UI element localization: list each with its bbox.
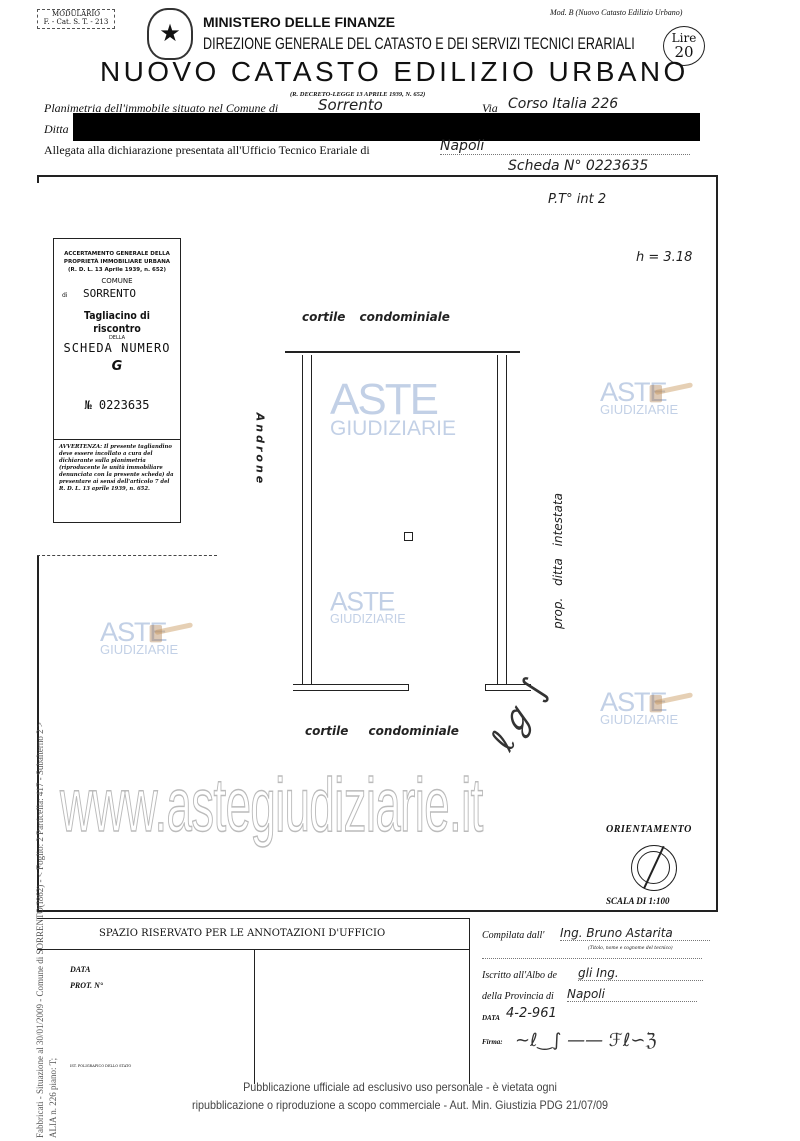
tagliando-scheda: SCHEDA NUMERO <box>63 341 171 355</box>
signature: ~ℓ‿∫ —— ℱℓ∽ℨ <box>515 1030 657 1051</box>
tagliando-line2: PROPRIETÀ IMMOBILIARE URBANA <box>63 259 171 265</box>
frame-right <box>716 175 718 912</box>
height-label: h = 3.18 <box>636 250 693 265</box>
tagliando-letter: G <box>111 359 123 374</box>
provincia-label: della Provincia di <box>482 991 554 1002</box>
office-divider <box>37 949 469 950</box>
law-reference: (R. DECRETO-LEGGE 13 APRILE 1939, N. 652… <box>290 91 426 98</box>
frame-top <box>37 175 718 177</box>
wm-giudiziarie: GIUDIZIARIE <box>100 642 179 657</box>
signature-mark: ℓℊ ∫ <box>482 671 556 758</box>
stamp-lire: Lire 20 <box>663 26 705 66</box>
direction-name: DIREZIONE GENERALE DEL CATASTO E DEI SER… <box>203 34 635 53</box>
frame-left <box>37 555 39 912</box>
prop-label: prop. ditta intestata <box>551 492 566 630</box>
wm-giudiziarie: GIUDIZIARIE <box>330 611 406 626</box>
comune-value: Sorrento <box>318 96 383 114</box>
scheda-number: Scheda N° 0223635 <box>508 158 649 174</box>
ufficio-value: Napoli <box>440 138 690 155</box>
side-note-1: Fabbricati - Situazione al 30/01/2009 - … <box>35 722 45 1138</box>
document-title: NUOVO CATASTO EDILIZIO URBANO <box>100 56 689 87</box>
frame-bottom <box>37 910 718 912</box>
redacted-owner <box>73 113 700 141</box>
modulario-box: MODULARIO F. - Cat. S. T. - 213 <box>37 9 115 29</box>
footer-line-2: ripubblicazione o riproduzione a scopo c… <box>191 1098 608 1112</box>
wall-bottom-left <box>293 684 409 691</box>
tagliando-comune-row: di SORRENTO <box>54 287 180 300</box>
iscritto-label: Iscritto all'Albo de <box>482 970 557 981</box>
office-title: SPAZIO RISERVATO PER LE ANNOTAZIONI D'UF… <box>99 928 386 939</box>
iscritto-value: gli Ing. <box>578 966 703 981</box>
model-label: Mod. B (Nuovo Catasto Edilizio Urbano) <box>550 8 683 17</box>
office-prot-label: PROT. N° <box>70 981 104 990</box>
di-label: di <box>62 292 68 299</box>
tagliando-comune-label: COMUNE <box>101 277 133 285</box>
office-table: SPAZIO RISERVATO PER LE ANNOTAZIONI D'UF… <box>37 918 470 1084</box>
via-value: Corso Italia 226 <box>508 96 619 112</box>
printer-label: IST. POLIGRAFICO DELLO STATO <box>70 1064 132 1068</box>
emblem-icon: ★ <box>147 8 193 60</box>
tagliando-della: DELLA <box>108 335 126 341</box>
tagliando-title: Tagliacino di riscontro <box>84 309 150 335</box>
wm-aste: ASTE <box>100 616 168 648</box>
tagliando-numero: № 0223635 <box>84 398 150 412</box>
frame-left-top <box>37 175 39 183</box>
stamp-value: 20 <box>674 43 694 61</box>
office-data-label: DATA <box>70 965 91 974</box>
provincia-value: Napoli <box>567 987 697 1002</box>
cortile-top-label: cortile condominiale <box>302 310 450 324</box>
wm-aste: ASTE <box>600 376 668 408</box>
wall-top <box>285 351 520 353</box>
via-label: Via <box>482 101 498 115</box>
wm-giudiziarie: GIUDIZIARIE <box>330 416 457 440</box>
office-column-divider <box>254 950 255 1084</box>
firma-label: Firma: <box>482 1038 503 1046</box>
compilata-hint: (Titolo, nome e cognome del tecnico) <box>588 946 673 951</box>
compass-icon <box>631 845 677 891</box>
tagliando-comune: SORRENTO <box>82 287 136 300</box>
wall-bottom-right <box>485 684 531 691</box>
blank-line <box>482 958 702 959</box>
androne-label: Androne <box>253 412 267 487</box>
stamp-label: Lire <box>671 31 697 45</box>
tagliando-line1: ACCERTAMENTO GENERALE DELLA <box>64 251 170 257</box>
wall-right <box>497 355 507 685</box>
footer-line-1: Pubblicazione ufficiale ad esclusivo uso… <box>243 1080 557 1094</box>
wm-aste: ASTE <box>330 375 439 424</box>
cortile-bottom-label: cortile condominiale <box>305 724 459 738</box>
compilata-label: Compilata dall' <box>482 930 545 941</box>
wm-aste: ASTE <box>330 587 395 617</box>
wm-aste: ASTE <box>600 686 668 718</box>
compiler-data-label: DATA <box>482 1014 500 1022</box>
planimetria-label: Planimetria dell'immobile situato nel Co… <box>44 101 279 115</box>
compiler-data-value: 4-2-961 <box>506 1006 557 1021</box>
site-watermark: www.astegiudiziarie.it <box>60 763 484 848</box>
tagliando-line3: (R. D. L. 13 Aprile 1939, n. 652) <box>67 267 167 273</box>
tagliando-box: ACCERTAMENTO GENERALE DELLA PROPRIETÀ IM… <box>53 238 181 523</box>
tagliando-avvertenza: AVVERTENZA: Il presente tagliandino deve… <box>54 439 180 497</box>
allegata-label: Allegata alla dichiarazione presentata a… <box>44 143 370 157</box>
pillar-square <box>404 532 413 541</box>
scale-label: SCALA DI 1:100 <box>606 896 670 906</box>
partial-line <box>37 555 217 556</box>
floor-label: P.T° int 2 <box>548 192 607 207</box>
wm-giudiziarie: GIUDIZIARIE <box>600 402 679 417</box>
wall-left <box>302 355 312 685</box>
orientamento-label: ORIENTAMENTO <box>606 824 692 835</box>
modulario-code: F. - Cat. S. T. - 213 <box>43 18 109 26</box>
wm-giudiziarie: GIUDIZIARIE <box>600 712 679 727</box>
compilata-value: Ing. Bruno Astarita <box>560 926 710 941</box>
ditta-label: Ditta <box>44 122 69 136</box>
ministry-name: MINISTERO DELLE FINANZE <box>203 14 396 30</box>
modulario-label: MODULARIO <box>52 10 100 18</box>
